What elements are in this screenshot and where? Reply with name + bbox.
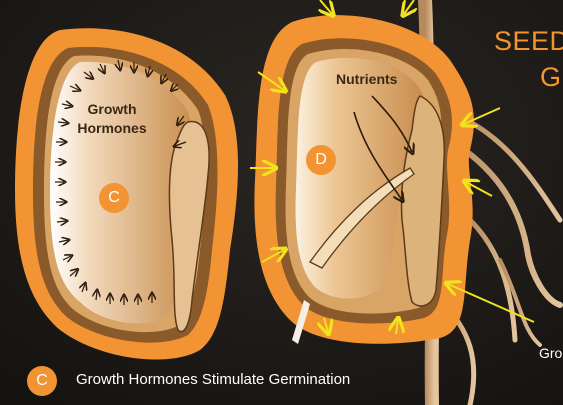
seed-d [254,15,474,344]
growth-hormones-label: Growth Hormones [72,100,152,138]
caption-badge: C [27,366,57,396]
growth-hormones-label-line1: Growth [72,100,152,119]
title-line-2: G [540,62,562,93]
seed-d-badge: D [306,145,336,175]
title-line-1: SEED [494,26,563,57]
seed-c-badge: C [99,183,129,213]
growth-hormones-label-line2: Hormones [72,119,152,138]
cut-off-label: Gro [539,345,562,361]
caption-text: Growth Hormones Stimulate Germination [76,371,350,388]
nutrients-label: Nutrients [336,70,397,89]
